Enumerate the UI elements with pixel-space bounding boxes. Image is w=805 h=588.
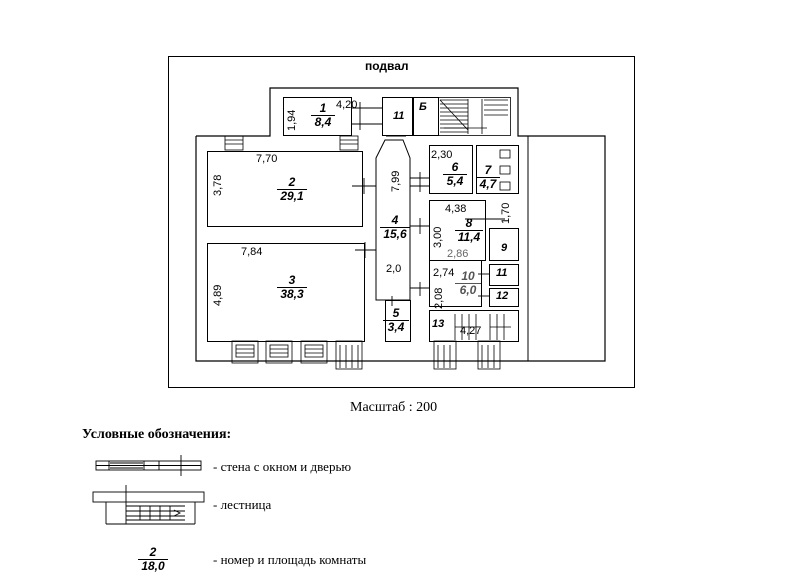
legend-wall-text: - стена с окном и дверью: [213, 459, 352, 474]
room-number: 5: [392, 306, 400, 320]
room-11-top-label: 11: [393, 110, 405, 122]
dim-r1-height: 1,94: [286, 109, 298, 131]
legend-room-text: - номер и площадь комнаты: [213, 552, 367, 567]
dim-r10-width: 2,74: [433, 267, 455, 279]
room-area: 18,0: [138, 559, 168, 573]
dim-r2-width: 7,70: [256, 153, 278, 165]
room-5: [385, 300, 411, 342]
room-number: 7: [484, 163, 492, 177]
dim-r8-height: 3,00: [432, 226, 444, 248]
legend-wall-symbol: [95, 455, 202, 476]
room-11-label: 11: [496, 267, 508, 279]
room-9: [489, 228, 519, 261]
room-12: [489, 288, 519, 307]
room-area: 15,6: [380, 227, 410, 241]
room-2: [207, 151, 363, 227]
legend-stair-text: - лестница: [213, 497, 272, 512]
room-number: 6: [451, 160, 459, 174]
room-10: [429, 260, 482, 307]
plan-title: подвал: [365, 59, 409, 73]
room-9-label: 9: [501, 242, 508, 254]
dim-r8-width: 4,38: [445, 203, 467, 215]
dim-r10-height: 2,08: [433, 287, 445, 309]
room-area: 11,4: [455, 230, 483, 244]
room-number: 10: [461, 269, 475, 283]
legend-heading: Условные обозначения:: [82, 427, 232, 442]
room-13-label: 13: [432, 318, 445, 330]
stair-room-13: [454, 314, 511, 340]
room-area: 5,4: [443, 174, 467, 188]
room-number: 3: [288, 273, 296, 287]
room-number: 8: [465, 216, 473, 230]
room-6: [429, 145, 473, 194]
dim-r9-height: 1,70: [500, 202, 512, 224]
room-area: 8,4: [311, 115, 335, 129]
room-11-top: [382, 97, 413, 136]
room-number: 2: [149, 545, 157, 559]
dim-r3-width: 7,84: [241, 246, 263, 258]
room-area: 6,0: [455, 283, 481, 297]
door-marks: [352, 102, 505, 306]
dim-r4-height: 7,99: [390, 170, 402, 192]
room-1: [283, 97, 352, 136]
legend-stair-symbol: [92, 485, 205, 525]
stair-top: [438, 97, 511, 136]
room-number: 4: [391, 213, 399, 227]
window-wells-bottom: [231, 340, 501, 370]
room-area: 4,7: [476, 177, 500, 191]
room-7: [476, 145, 519, 194]
room-11: [489, 264, 519, 286]
plan-frame: [168, 56, 635, 388]
window-top-left: [224, 135, 244, 151]
room-area: 3,4: [383, 320, 409, 334]
room-12-label: 12: [496, 290, 509, 302]
room-number: 2: [288, 175, 296, 189]
room-area: 29,1: [277, 189, 307, 203]
dim-r3-height: 4,89: [212, 284, 224, 306]
dim-r2-height: 3,78: [212, 174, 224, 196]
room-number: 1: [319, 101, 327, 115]
dim-r4-width: 2,0: [386, 263, 402, 275]
window-top-right: [339, 135, 359, 151]
scale-label: Масштаб : 200: [350, 400, 438, 415]
dim-r6-width: 2,30: [431, 149, 453, 161]
room-13: [429, 310, 519, 342]
dim-r13-width: 4,27: [460, 325, 482, 337]
room-b-label: Б: [419, 101, 427, 113]
dim-r10-width-top: 2,86: [447, 248, 469, 260]
room-3: [207, 243, 365, 342]
room-area: 38,3: [277, 287, 307, 301]
dim-r1-width: 4,20: [336, 99, 358, 111]
building-outline: [195, 87, 606, 362]
